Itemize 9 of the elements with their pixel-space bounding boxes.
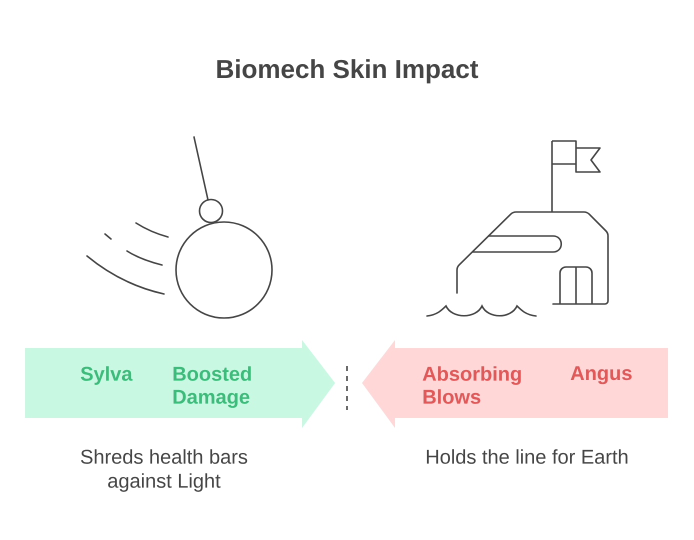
arrow-band (25, 340, 335, 428)
band-text: Sylva (80, 366, 133, 385)
arrow-band (362, 340, 668, 428)
caption: Shreds health bars against Light (80, 449, 248, 492)
caption: Holds the line for Earth (426, 449, 628, 464)
band-text: Boosted Damage (174, 366, 251, 408)
title: Biomech Skin Impact (217, 59, 478, 84)
band-text: Angus (570, 366, 632, 384)
band-text: Absorbing Blows (422, 366, 521, 404)
